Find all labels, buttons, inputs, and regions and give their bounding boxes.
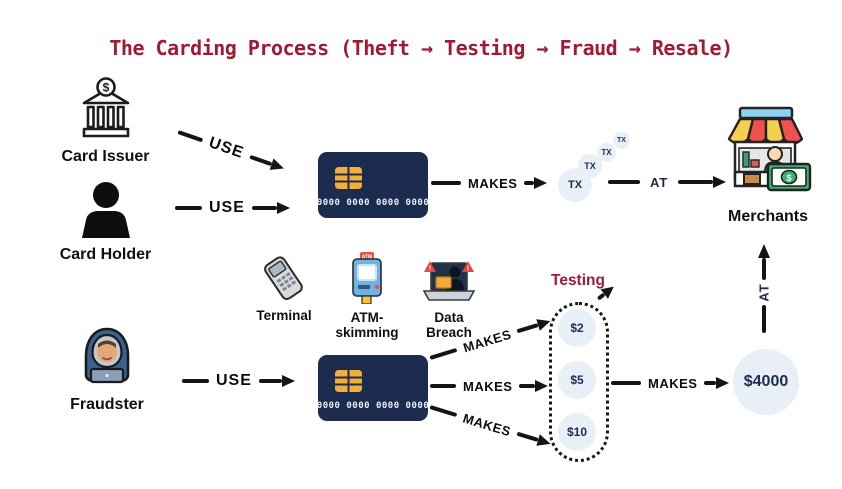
arrowhead-icon	[269, 158, 286, 175]
node-card-holder: Card Holder	[48, 180, 163, 264]
atm-skimming-label-line2: skimming	[335, 324, 399, 340]
person-icon	[77, 180, 135, 245]
data-breach-label-line1: Data	[434, 310, 464, 325]
makes-label: MAKES	[648, 375, 698, 391]
arrowhead-icon	[534, 177, 547, 189]
amount-bubble-2: $2	[558, 309, 596, 347]
use-label-issuer: USE	[206, 134, 247, 162]
data-breach-icon: ! !	[422, 260, 476, 309]
makes-arrow-testing-4000: MAKES	[611, 375, 729, 391]
arrowhead-icon	[716, 377, 729, 389]
amount-bubble-10: $10	[558, 413, 596, 451]
merchants-label: Merchants	[727, 208, 809, 225]
tx-text: TX	[584, 161, 596, 171]
card-issuer-label: Card Issuer	[61, 148, 150, 165]
card-number-top: 0000 0000 0000 0000	[318, 198, 428, 208]
amount-bubble-5: $5	[558, 361, 596, 399]
arrowhead-icon	[277, 202, 290, 214]
use-arrow-fraudster: USE	[182, 372, 295, 389]
warning-glyph-right: !	[467, 266, 469, 273]
at-label-vertical: AT	[756, 283, 772, 302]
use-arrow-card-holder: USE	[175, 199, 290, 216]
tx-bubble-4: TX	[613, 132, 630, 149]
arrowhead-icon	[535, 380, 548, 392]
node-data-breach: ! ! Data Breach	[418, 260, 480, 340]
makes-label: MAKES	[463, 378, 513, 394]
resale-amount-text: $4000	[743, 373, 789, 390]
amount-text: $10	[566, 425, 588, 439]
testing-dotted-box	[549, 302, 609, 462]
hacker-icon	[76, 326, 138, 395]
bill-dollar-glyph: $	[786, 173, 791, 183]
makes-label-card1: MAKES	[468, 175, 518, 191]
makes-arrow-card2-middle: MAKES	[430, 378, 548, 394]
fraudster-label: Fraudster	[70, 396, 144, 413]
credit-card-top: 0000 0000 0000 0000	[317, 152, 429, 223]
at-label-horizontal: AT	[650, 174, 669, 190]
node-terminal: Terminal	[248, 256, 320, 324]
terminal-label: Terminal	[256, 308, 312, 323]
credit-card-bottom: 0000 0000 0000 0000	[317, 355, 429, 426]
warning-glyph-left: !	[429, 266, 431, 273]
testing-label: Testing	[551, 272, 605, 289]
use-arrow-card-issuer: USE	[175, 124, 286, 176]
diagram-title: The Carding Process (Theft → Testing → F…	[109, 36, 733, 60]
card-number-bottom: 0000 0000 0000 0000	[318, 401, 428, 411]
data-breach-label-line2: Breach	[426, 324, 472, 340]
node-card-issuer: $ Card Issuer	[48, 76, 163, 166]
use-label-holder: USE	[209, 199, 245, 216]
pos-terminal-icon	[260, 256, 308, 307]
makes-arrow-card1: MAKES	[431, 175, 547, 191]
atm-sign-text: ATM	[362, 255, 372, 261]
tx-text: TX	[617, 137, 626, 144]
card-holder-label: Card Holder	[59, 246, 152, 263]
tx-bubble-3: TX	[597, 143, 616, 162]
amount-text: $5	[570, 373, 584, 387]
node-atm-skimming: ATM ATM- skimming	[334, 252, 400, 340]
arrowhead-icon	[282, 375, 295, 387]
at-arrow-tx-merchants: AT	[608, 174, 726, 190]
arrowhead-icon	[713, 176, 726, 188]
atm-skimming-label-line1: ATM-	[350, 310, 384, 325]
makes-label: MAKES	[461, 410, 513, 439]
at-arrow-4000-merchants: AT	[750, 244, 778, 333]
tx-text: TX	[567, 179, 583, 191]
store-icon: $	[722, 106, 814, 207]
tx-text: TX	[601, 148, 612, 157]
makes-arrow-card2-lower: MAKES	[428, 399, 553, 451]
resale-amount-bubble: $4000	[733, 349, 799, 415]
atm-icon: ATM	[347, 252, 387, 309]
node-fraudster: Fraudster	[52, 326, 162, 414]
dollar-glyph: $	[102, 81, 109, 95]
use-label-fraudster: USE	[216, 372, 252, 389]
node-merchants: $ Merchants	[716, 106, 820, 226]
amount-text: $2	[570, 321, 584, 335]
bank-icon: $	[75, 76, 137, 147]
arrowhead-up-icon	[758, 244, 770, 258]
